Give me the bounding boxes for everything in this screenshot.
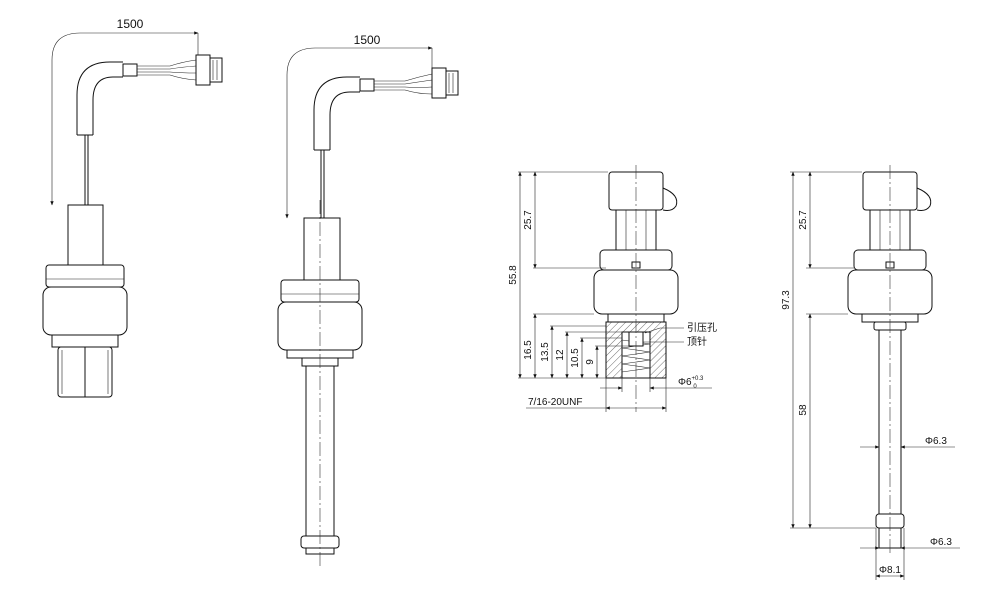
strain-relief-2 [303,217,341,281]
sensor-body [42,286,128,336]
cable-sleeve-outer [76,61,123,135]
dim-pin-depth: 9 [585,359,596,365]
dim-tube-length: 58 [798,404,809,416]
tube-dimension-view: 97.3 25.7 58 Φ6.3 Φ6.3 Φ8.1 [781,165,960,580]
section-view: 55.8 25.7 16.5 13.5 12 10.5 9 引压孔 顶针 Φ6+… [508,165,717,412]
strain-relief [67,204,104,268]
sensor-view-hex-port: 1500 [42,17,223,398]
dim-flare-diameter: Φ8.1 [879,565,901,576]
dim-tip-diameter: Φ6.3 [930,537,952,548]
dim-thread-height: 16.5 [523,340,534,360]
cable-length-label-2: 1500 [354,33,381,47]
cable-crimp-2 [359,78,375,92]
connector-latch [662,187,678,211]
dim-port-depth-c: 10.5 [570,348,581,368]
dim-port-depth-b: 12 [555,349,566,361]
dim-tube-diameter: Φ6.3 [925,436,947,447]
dim-connector-height-2: 25.7 [798,210,809,230]
sensor-view-tube: 1500 [277,33,459,566]
callout-thimble: 顶针 [687,335,707,348]
cable-crimp [122,63,138,77]
cable-length-dimension-line [50,31,199,206]
dim-body-height: 55.8 [508,265,519,285]
sensor-collar [45,264,125,288]
cable-length-label: 1500 [117,17,144,31]
dim-thread-spec: 7/16-20UNF [528,397,582,408]
cable-sleeve-inner [92,76,123,135]
dim-connector-height: 25.7 [523,210,534,230]
callout-pressure-hole: 引压孔 [687,322,717,334]
cable-length-dimension-line-2 [285,46,433,219]
dim-overall-height: 97.3 [781,290,792,310]
dim-port-depth-a: 13.5 [540,342,551,362]
wire-connector-2 [431,67,447,99]
wire-connector [195,54,211,86]
